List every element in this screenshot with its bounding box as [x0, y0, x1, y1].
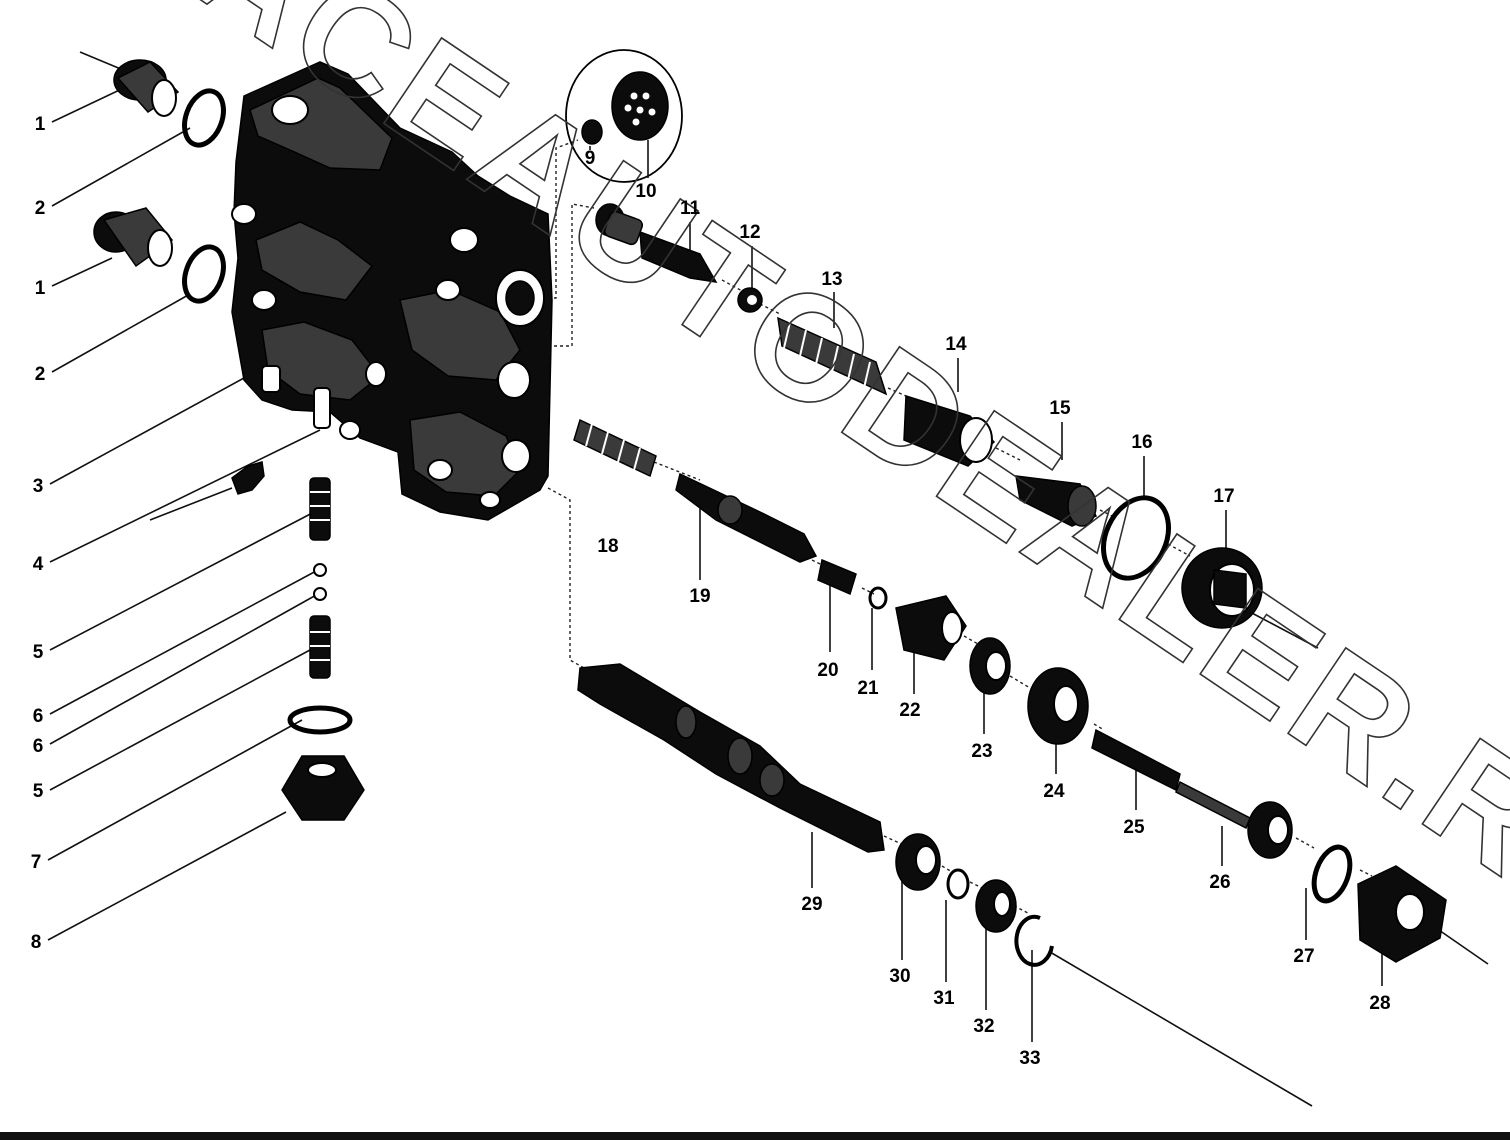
part-label-p22: 22 — [899, 700, 920, 721]
ball-6-lower — [313, 587, 327, 601]
part-label-p17: 17 — [1213, 486, 1234, 507]
part-label-p20: 20 — [817, 660, 838, 681]
cap-23 — [969, 637, 1011, 695]
washer-7 — [287, 705, 353, 735]
disc-24 — [1027, 667, 1089, 745]
part-label-p8: 8 — [31, 932, 42, 953]
ring-31 — [946, 868, 970, 900]
part-label-p16: 16 — [1131, 432, 1152, 453]
body-22 — [895, 595, 967, 661]
bottom-frame-bar — [0, 1132, 1510, 1140]
piston-15 — [1015, 475, 1098, 527]
cap-28 — [1357, 865, 1447, 963]
part-label-p15: 15 — [1049, 398, 1071, 419]
part-label-p30: 30 — [889, 966, 910, 987]
part-label-p3: 3 — [33, 476, 44, 497]
part-label-p13: 13 — [821, 269, 842, 290]
part-label-p1a: 1 — [35, 114, 46, 135]
part-label-p2b: 2 — [35, 364, 46, 385]
leader-lines — [47, 51, 1489, 1107]
part-label-p12: 12 — [739, 222, 760, 243]
part-label-p18: 18 — [597, 536, 618, 557]
part-label-p6a: 6 — [33, 706, 44, 727]
part-label-p7: 7 — [31, 852, 42, 873]
part-label-p29: 29 — [801, 894, 822, 915]
part-label-p6b: 6 — [33, 736, 44, 757]
part-label-p1b: 1 — [35, 278, 46, 299]
part-label-p27: 27 — [1293, 946, 1314, 967]
part-label-p23: 23 — [971, 741, 992, 762]
sleeve-14 — [903, 394, 996, 467]
nut-26 — [1247, 801, 1293, 859]
part-label-p4: 4 — [33, 554, 44, 575]
plug-1-mid — [93, 207, 174, 268]
part-label-p33: 33 — [1019, 1048, 1040, 1069]
o-ring-2-mid — [182, 244, 226, 304]
part-label-p5a: 5 — [33, 642, 44, 663]
part-label-p11: 11 — [680, 198, 701, 219]
part-label-p5b: 5 — [33, 781, 44, 802]
circlip-33 — [1014, 914, 1054, 967]
spring-13 — [777, 316, 888, 396]
detail-circle — [565, 49, 683, 183]
o-ring-2-top — [182, 88, 226, 148]
valve-body — [231, 61, 553, 521]
part-label-p19: 19 — [689, 586, 710, 607]
valve-11 — [595, 203, 718, 283]
fitting-4 — [231, 461, 265, 495]
pin-20 — [817, 558, 857, 596]
bearing-32 — [975, 879, 1017, 933]
ball-6-upper — [313, 563, 327, 577]
part-label-p28: 28 — [1369, 993, 1390, 1014]
plug-17 — [1181, 547, 1263, 629]
shaft-29 — [577, 663, 885, 853]
part-label-p32: 32 — [973, 1016, 994, 1037]
part-label-p31: 31 — [933, 988, 955, 1009]
spool-19 — [675, 472, 818, 563]
nut-12 — [737, 287, 763, 313]
spring-18 — [573, 418, 657, 478]
spring-5-upper — [309, 477, 331, 541]
part-labels: 1212345665789101112131415161718192021222… — [31, 114, 1391, 1069]
bolt-25 — [1091, 728, 1251, 830]
plug-8 — [281, 755, 365, 821]
o-ring-16 — [1101, 495, 1171, 581]
part-label-p21: 21 — [857, 678, 879, 699]
part-label-p14: 14 — [945, 334, 967, 355]
part-label-p10: 10 — [635, 181, 656, 202]
part-label-p24: 24 — [1043, 781, 1065, 802]
spring-5-lower — [309, 615, 331, 679]
part-label-p2a: 2 — [35, 198, 46, 219]
plug-1-top — [113, 59, 180, 117]
bushing-30 — [895, 833, 941, 891]
part-label-p9: 9 — [585, 148, 596, 169]
ring-21 — [868, 586, 888, 610]
part-label-p25: 25 — [1123, 817, 1145, 838]
part-label-p26: 26 — [1209, 872, 1230, 893]
ring-27 — [1311, 844, 1353, 904]
